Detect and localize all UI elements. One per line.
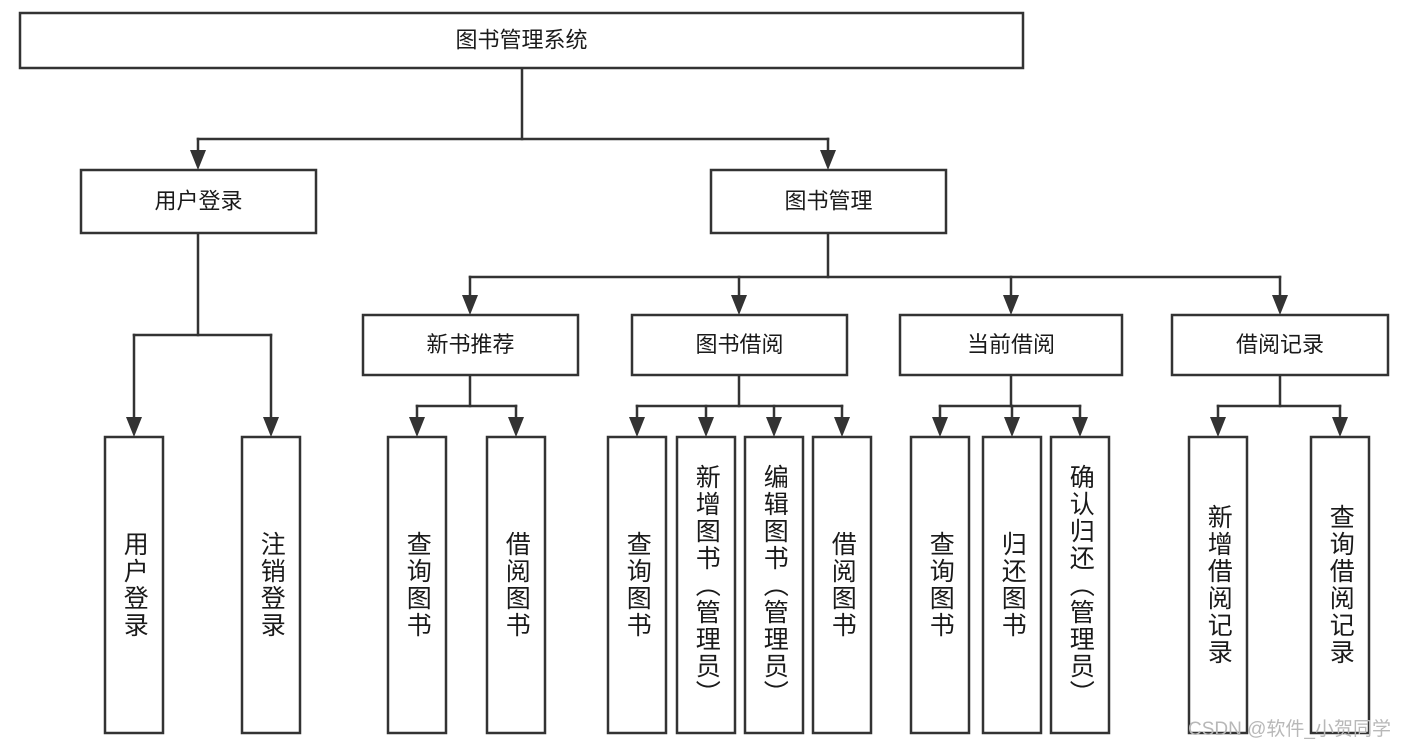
arrow-head-icon (508, 417, 524, 437)
leaf-node-1-rect[interactable] (240, 435, 302, 735)
leaf-node-4-rect[interactable] (606, 435, 668, 735)
level3-node-0-label: 新书推荐 (426, 332, 514, 357)
leaf-node-12-rect[interactable] (1309, 435, 1371, 735)
level3-node-0-rect[interactable] (361, 313, 580, 377)
level3-node-3[interactable]: 借阅记录 (1170, 313, 1390, 377)
arrow-head-icon (629, 417, 645, 437)
leaf-node-3-rect[interactable] (485, 435, 547, 735)
level2-node-0-label: 用户登录 (154, 188, 242, 213)
level3-node-1[interactable]: 图书借阅 (630, 313, 849, 377)
leaf-node-8-rect[interactable] (909, 435, 971, 735)
arrow-head-icon (1272, 295, 1288, 315)
arrow-head-icon (126, 417, 142, 437)
root-node-rect[interactable] (18, 11, 1025, 70)
leaf-node-11-rect[interactable] (1187, 435, 1249, 735)
watermark-text: CSDN @软件_小贺同学 (1188, 719, 1391, 740)
level2-node-0-rect[interactable] (79, 168, 318, 235)
arrow-head-icon (1072, 417, 1088, 437)
leaf-node-0-rect[interactable] (103, 435, 165, 735)
level2-node-1-label: 图书管理 (784, 188, 872, 213)
leaf-node-2-rect[interactable] (386, 435, 448, 735)
leaf-node-5-rect[interactable] (675, 435, 737, 735)
level2-node-0[interactable]: 用户登录 (79, 168, 318, 235)
leaf-node-7-rect[interactable] (811, 435, 873, 735)
leaf-node-6-rect[interactable] (743, 435, 805, 735)
level3-node-1-label: 图书借阅 (695, 332, 783, 357)
arrow-head-icon (409, 417, 425, 437)
arrow-head-icon (932, 417, 948, 437)
level3-node-3-label: 借阅记录 (1236, 332, 1324, 357)
arrow-head-icon (766, 417, 782, 437)
level3-node-2-label: 当前借阅 (967, 332, 1055, 357)
level3-node-2[interactable]: 当前借阅 (898, 313, 1124, 377)
arrow-head-icon (731, 295, 747, 315)
arrow-head-icon (820, 150, 836, 170)
leaf-node-9-rect[interactable] (981, 435, 1043, 735)
arrow-head-icon (1003, 295, 1019, 315)
root-node-label: 图书管理系统 (455, 27, 587, 52)
leaf-node-10-rect[interactable] (1049, 435, 1111, 735)
edges-layer (126, 66, 1348, 437)
arrow-head-icon (834, 417, 850, 437)
arrow-head-icon (462, 295, 478, 315)
level3-node-2-rect[interactable] (898, 313, 1124, 377)
arrow-head-icon (263, 417, 279, 437)
root-node[interactable]: 图书管理系统 (18, 11, 1025, 70)
level3-node-0[interactable]: 新书推荐 (361, 313, 580, 377)
level3-node-3-rect[interactable] (1170, 313, 1390, 377)
level3-node-1-rect[interactable] (630, 313, 849, 377)
level2-node-1-rect[interactable] (709, 168, 948, 235)
level2-node-1[interactable]: 图书管理 (709, 168, 948, 235)
arrow-head-icon (190, 150, 206, 170)
arrow-head-icon (698, 417, 714, 437)
arrow-head-icon (1332, 417, 1348, 437)
arrow-head-icon (1004, 417, 1020, 437)
arrow-head-icon (1210, 417, 1226, 437)
